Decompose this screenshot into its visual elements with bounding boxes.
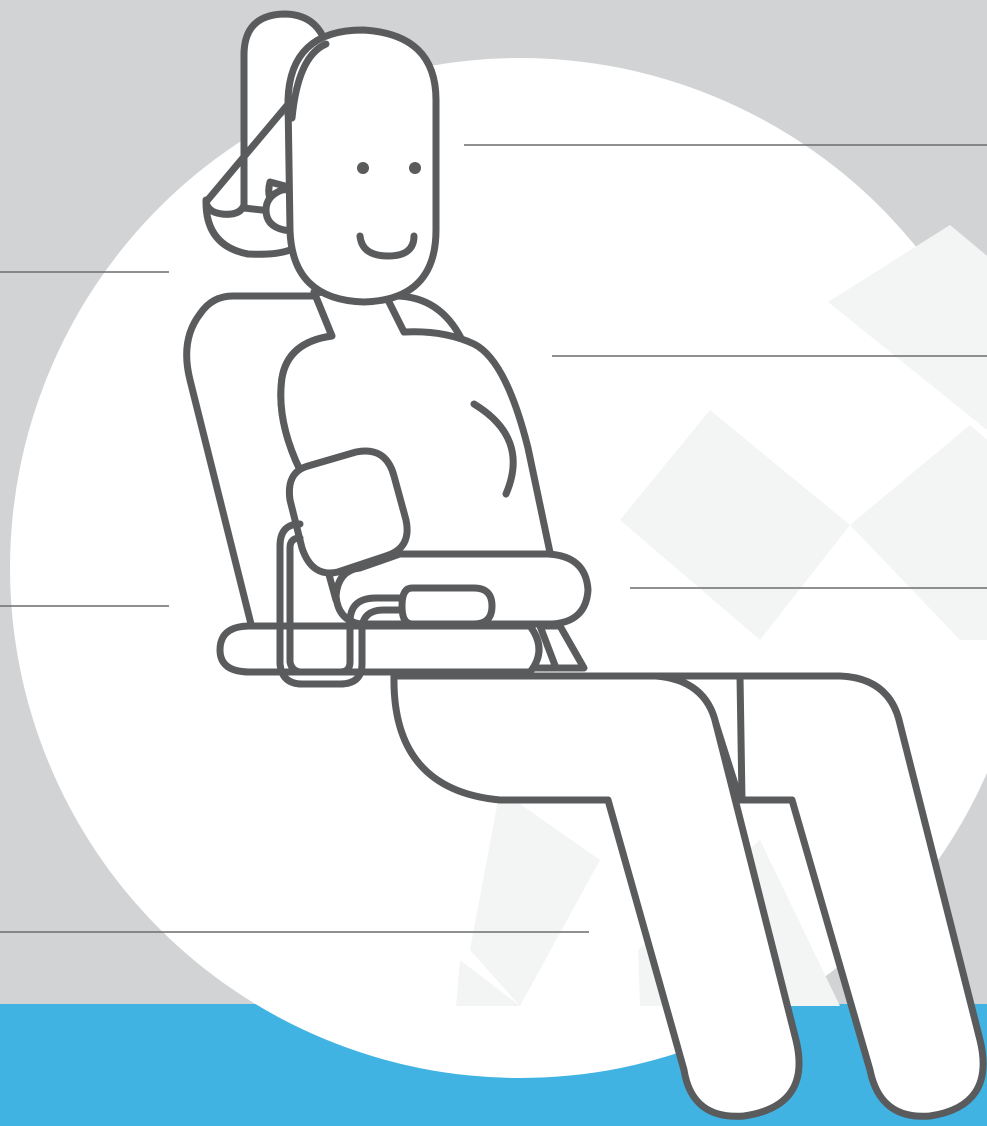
head xyxy=(288,30,436,302)
blood-pressure-cuff-icon xyxy=(289,451,407,573)
left-eye xyxy=(357,162,369,174)
right-eye xyxy=(409,162,421,174)
chair-seat xyxy=(220,626,539,672)
